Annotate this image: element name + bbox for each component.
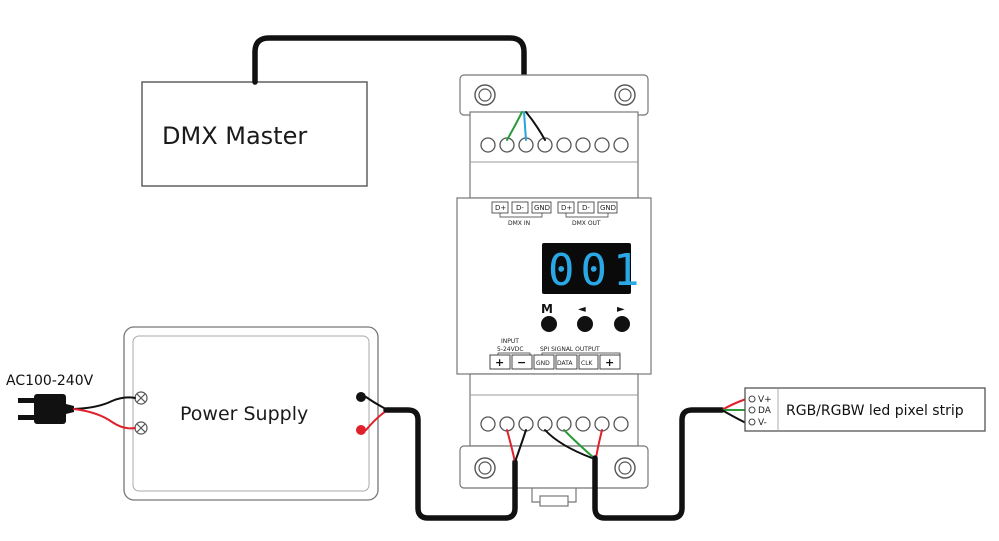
- ac-plug-icon: [18, 394, 74, 424]
- strip-pin-vminus: V-: [758, 418, 767, 428]
- address-display: 001: [542, 243, 645, 296]
- mount-screw: [474, 84, 496, 106]
- spi-clk: CLK: [581, 360, 594, 367]
- power-supply-box: Power Supply: [123, 326, 379, 501]
- dmx-input-wires: [506, 111, 546, 141]
- spi-cable: [592, 407, 725, 521]
- input-minus: −: [517, 356, 526, 369]
- dc-output-terminals: [356, 392, 366, 435]
- power-input-terminals: INPUT 5-24VDC + −: [489, 338, 533, 370]
- strip-wires: [721, 398, 747, 424]
- left-button-label: ◄: [578, 304, 586, 315]
- power-cable-split: [506, 429, 527, 463]
- mount-screw: [614, 84, 636, 106]
- input-label: INPUT: [501, 338, 519, 345]
- dmx-master-label: DMX Master: [162, 122, 307, 150]
- spi-label: SPI SIGNAL OUTPUT: [540, 346, 600, 353]
- power-supply-label: Power Supply: [180, 403, 308, 425]
- dmx-in-terminals: D+ D- GND DMX IN: [491, 201, 552, 227]
- right-button[interactable]: [614, 316, 630, 332]
- dmx-in-label: DMX IN: [508, 220, 530, 227]
- led-strip-label: RGB/RGBW led pixel strip: [786, 403, 964, 419]
- input-plus: +: [495, 356, 504, 369]
- right-button-label: ►: [617, 304, 625, 315]
- mode-button-label: M: [541, 302, 553, 316]
- led-strip-box: V+ DA V- RGB/RGBW led pixel strip: [744, 387, 986, 432]
- display-value: 001: [548, 245, 645, 296]
- dmx-in-gnd: GND: [534, 204, 550, 212]
- spi-gnd: GND: [536, 360, 550, 367]
- dmx-in-dminus: D-: [516, 204, 524, 212]
- dmx-out-dminus: D-: [582, 204, 590, 212]
- spi-data: DATA: [557, 360, 573, 367]
- strip-pin-da: DA: [758, 406, 772, 416]
- dmx-out-dplus: D+: [561, 204, 572, 212]
- mount-screw: [474, 457, 496, 479]
- dmx-in-dplus: D+: [495, 204, 506, 212]
- mount-screw: [614, 457, 636, 479]
- left-button[interactable]: [577, 316, 593, 332]
- power-cable: [383, 407, 518, 521]
- dmx-out-gnd: GND: [600, 204, 616, 212]
- dmx-out-label: DMX OUT: [572, 220, 601, 227]
- dmx-master-box: DMX Master: [141, 81, 368, 187]
- input-voltage: 5-24VDC: [497, 346, 524, 353]
- spi-plus: +: [605, 356, 614, 369]
- ac-wires: [73, 396, 136, 430]
- mode-button[interactable]: [541, 316, 557, 332]
- control-buttons: M ◄ ►: [541, 302, 630, 332]
- dmx-out-terminals: D+ D- GND DMX OUT: [557, 201, 618, 227]
- top-screw-terminals: [480, 137, 629, 153]
- dmx-spi-controller: [456, 74, 652, 507]
- strip-pin-vplus: V+: [758, 395, 772, 405]
- spi-output-terminals: SPI SIGNAL OUTPUT GND DATA CLK +: [533, 346, 621, 370]
- ac-input-label: AC100-240V: [6, 373, 94, 389]
- dmx-cable: [252, 35, 527, 115]
